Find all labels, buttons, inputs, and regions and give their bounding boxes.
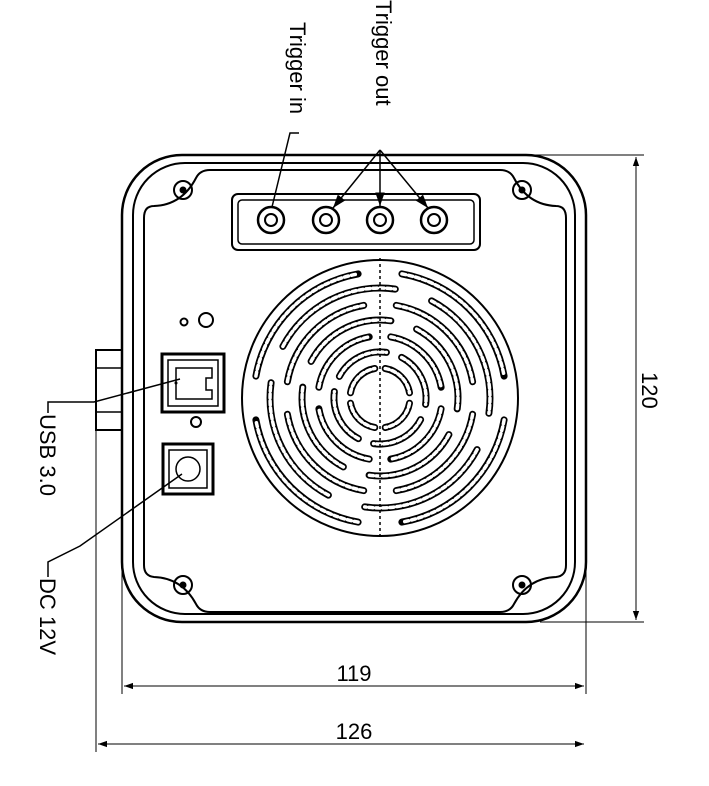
vent-slot	[398, 416, 508, 526]
camera-housing	[120, 153, 588, 624]
vent-slot-inner	[337, 350, 389, 379]
vent-slot-inner	[394, 303, 475, 384]
dc-label: DC 12V	[35, 578, 60, 655]
vent-slot-inner	[383, 401, 412, 430]
body-width-dimension-label: 119	[336, 661, 371, 686]
vent-slot-inner	[399, 355, 428, 407]
corner-screws	[173, 180, 532, 595]
vent-slot-inner	[400, 272, 506, 378]
usb-port-icon	[160, 352, 226, 414]
vent-slot-inner	[389, 335, 443, 389]
trigger-out-port-2-icon	[365, 205, 395, 235]
vent-slot-inner	[285, 412, 366, 493]
vent-slot-inner	[348, 366, 377, 395]
screw-bottom-right-icon	[512, 575, 532, 595]
trigger-out-port-1-icon	[311, 205, 341, 235]
screw-top-right-icon	[512, 180, 532, 200]
vent-slot-inner	[429, 299, 492, 416]
vent-slot-inner	[394, 412, 475, 493]
vent-slot-inner	[281, 286, 398, 349]
total-width-dimension-label: 126	[336, 719, 373, 744]
vent-slot-inner	[285, 303, 366, 384]
vent-slot	[252, 270, 362, 380]
fan-vent	[241, 258, 519, 540]
vent-slot-inner	[389, 407, 443, 461]
trigger-in-label: Trigger in	[285, 22, 310, 114]
vent-slot-inner	[383, 366, 412, 395]
vent-slot-inner	[254, 418, 360, 524]
vent-slot-inner	[317, 407, 371, 461]
usb-label: USB 3.0	[35, 414, 60, 496]
vent-slot-inner	[300, 385, 346, 469]
dc-port-icon	[161, 442, 215, 496]
trigger-panel	[231, 193, 481, 251]
vent-slot-inner	[400, 418, 506, 524]
vent-slot-inner	[254, 272, 360, 378]
trigger-in-port-icon	[256, 205, 286, 235]
dimension-lines	[95, 154, 644, 752]
vent-slot-inner	[362, 447, 479, 510]
leader-lines	[47, 132, 429, 577]
vent-slot	[252, 416, 362, 526]
vent-slot-inner	[414, 327, 460, 411]
vent-slot-inner	[348, 401, 377, 430]
height-dimension-label: 120	[637, 372, 662, 409]
screw-top-left-icon	[173, 180, 193, 200]
trigger-out-label: Trigger out	[371, 0, 396, 106]
vent-slot-inner	[371, 417, 423, 446]
vent-slot	[398, 270, 508, 380]
side-connector-block	[95, 349, 123, 431]
status-leds	[179, 312, 214, 428]
vent-slot-inner	[332, 389, 361, 441]
trigger-out-port-3-icon	[419, 205, 449, 235]
vent-slot-inner	[268, 380, 331, 497]
vent-slot-inner	[317, 335, 371, 389]
screw-bottom-left-icon	[173, 575, 193, 595]
